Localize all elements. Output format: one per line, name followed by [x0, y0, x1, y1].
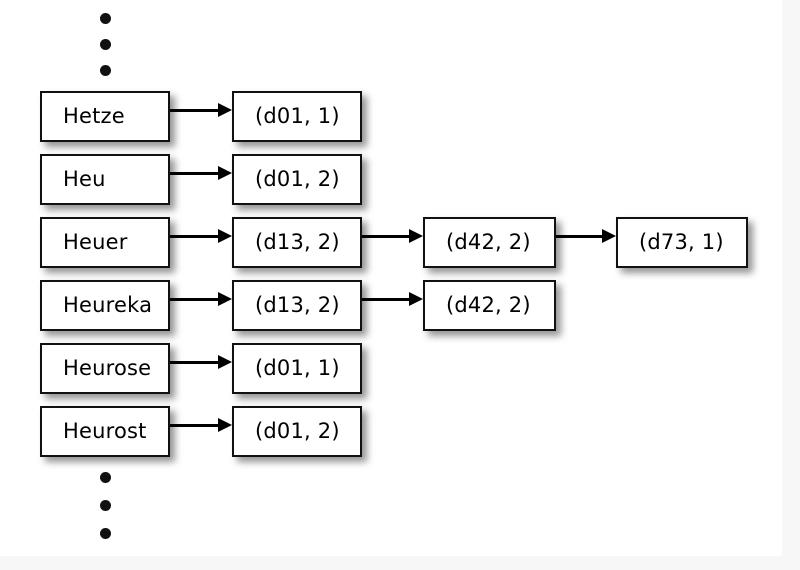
arrow-shaft: [362, 298, 410, 301]
arrow-shaft: [170, 361, 219, 364]
arrow-shaft: [170, 298, 219, 301]
ellipsis-dot: [100, 500, 111, 511]
arrow-shaft: [170, 109, 219, 112]
arrow-head-icon: [218, 355, 232, 369]
arrow-shaft: [170, 172, 219, 175]
arrow-shaft: [556, 235, 603, 238]
posting-box[interactable]: (d01, 1): [232, 343, 362, 394]
posting-box[interactable]: (d13, 2): [232, 280, 362, 331]
dictionary-term-box[interactable]: Heureka: [40, 280, 170, 331]
arrow-heuer-to-d13-2: [170, 229, 232, 243]
arrow-heurost-to-d01-2: [170, 418, 232, 432]
arrow-hetze-to-d01-1: [170, 103, 232, 117]
arrow-head-icon: [602, 229, 616, 243]
posting-box[interactable]: (d01, 2): [232, 154, 362, 205]
posting-box[interactable]: (d01, 1): [232, 91, 362, 142]
arrow-shaft: [362, 235, 410, 238]
ellipsis-dot: [100, 65, 111, 76]
arrow-head-icon: [218, 292, 232, 306]
posting-box[interactable]: (d42, 2): [423, 280, 556, 331]
page-edge-right: [782, 0, 800, 570]
arrow-head-icon: [218, 229, 232, 243]
arrow-head-icon: [218, 418, 232, 432]
dictionary-term-box[interactable]: Heurost: [40, 406, 170, 457]
arrow-d13-2-to-d42-2-row4: [362, 292, 423, 306]
ellipsis-dot: [100, 39, 111, 50]
arrow-head-icon: [409, 229, 423, 243]
dictionary-term-box[interactable]: Heurose: [40, 343, 170, 394]
ellipsis-dot: [100, 528, 111, 539]
dictionary-term-box[interactable]: Heu: [40, 154, 170, 205]
dictionary-term-box[interactable]: Hetze: [40, 91, 170, 142]
posting-box[interactable]: (d42, 2): [423, 217, 556, 268]
arrow-d42-2-to-d73-1: [556, 229, 616, 243]
arrow-heu-to-d01-2: [170, 166, 232, 180]
ellipsis-dot: [100, 472, 111, 483]
posting-box[interactable]: (d01, 2): [232, 406, 362, 457]
posting-box[interactable]: (d73, 1): [616, 217, 748, 268]
page-edge-bottom: [0, 556, 800, 570]
arrow-shaft: [170, 235, 219, 238]
arrow-head-icon: [218, 166, 232, 180]
arrow-head-icon: [409, 292, 423, 306]
arrow-heureka-to-d13-2: [170, 292, 232, 306]
arrow-d13-2-to-d42-2-row3: [362, 229, 423, 243]
dictionary-term-box[interactable]: Heuer: [40, 217, 170, 268]
posting-box[interactable]: (d13, 2): [232, 217, 362, 268]
ellipsis-dot: [100, 13, 111, 24]
arrow-shaft: [170, 424, 219, 427]
arrow-head-icon: [218, 103, 232, 117]
arrow-heurose-to-d01-1: [170, 355, 232, 369]
